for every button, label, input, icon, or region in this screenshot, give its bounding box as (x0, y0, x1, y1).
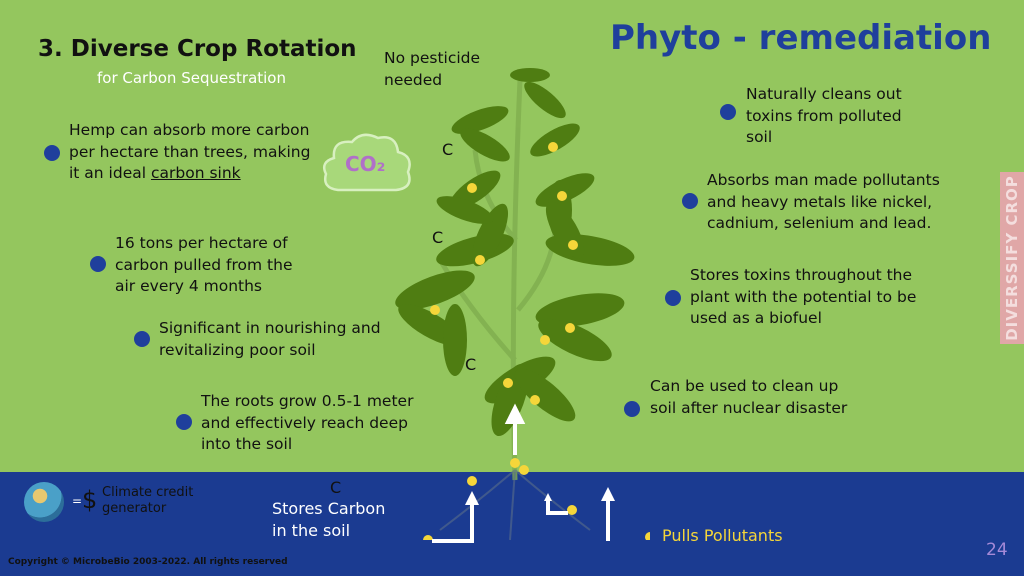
carbon-marker: C (432, 228, 444, 247)
right-point-3: Stores toxins throughout the plant with … (690, 266, 917, 327)
page-number: 24 (986, 540, 1008, 560)
carbon-sink-link[interactable]: carbon sink (150, 164, 241, 182)
bullet-dot (134, 331, 150, 347)
co2-label: CO₂ (345, 152, 386, 176)
bullet-dot (176, 414, 192, 430)
slide-title: 3. Diverse Crop Rotation (38, 36, 357, 62)
copyright-text: Copyright © MicrobeBio 2003-2022. All ri… (8, 557, 288, 567)
co2-cloud-icon (323, 133, 411, 192)
pollutant-arrow-icon (608, 488, 658, 544)
right-point-2: Absorbs man made pollutants and heavy me… (707, 171, 940, 232)
right-point-4: Can be used to clean up soil after nucle… (650, 377, 848, 417)
right-point-1: Naturally cleans out toxins from pollute… (746, 85, 902, 146)
side-label: DIVERSSIFY CROP (1003, 175, 1021, 341)
bullet-dot (682, 193, 698, 209)
bullet-dot (44, 145, 60, 161)
carbon-marker: C (442, 140, 454, 159)
bullet-dot (624, 401, 640, 417)
hemp-plant-illustration (395, 68, 650, 540)
pulls-pollutants-label: Pulls Pollutants (662, 526, 783, 545)
left-point-1: Hemp can absorb more carbon per hectare … (69, 120, 319, 185)
slide-subtitle: for Carbon Sequestration (97, 69, 286, 87)
equals-sign: = (72, 494, 83, 508)
point-text: Hemp can absorb more carbon per hectare … (69, 121, 311, 182)
climate-credit-label: Climate credit generator (102, 485, 194, 516)
diversify-crop-tab: DIVERSSIFY CROP (1000, 172, 1024, 344)
left-point-4: The roots grow 0.5-1 meter and effective… (201, 392, 414, 453)
left-point-2: 16 tons per hectare of carbon pulled fro… (115, 234, 293, 295)
carbon-marker: C (330, 478, 342, 497)
carbon-marker: C (465, 355, 477, 374)
bullet-dot (90, 256, 106, 272)
bullet-dot (665, 290, 681, 306)
no-pesticide-label: No pesticide needed (384, 49, 481, 89)
phyto-heading: Phyto - remediation (610, 18, 992, 58)
bullet-dot (720, 104, 736, 120)
earth-globe-icon (24, 482, 64, 522)
stores-carbon-label: Stores Carbon in the soil (272, 499, 386, 540)
dollar-icon: $ (82, 486, 98, 514)
left-point-3: Significant in nourishing and revitalizi… (159, 319, 381, 359)
flow-arrows (432, 487, 615, 543)
